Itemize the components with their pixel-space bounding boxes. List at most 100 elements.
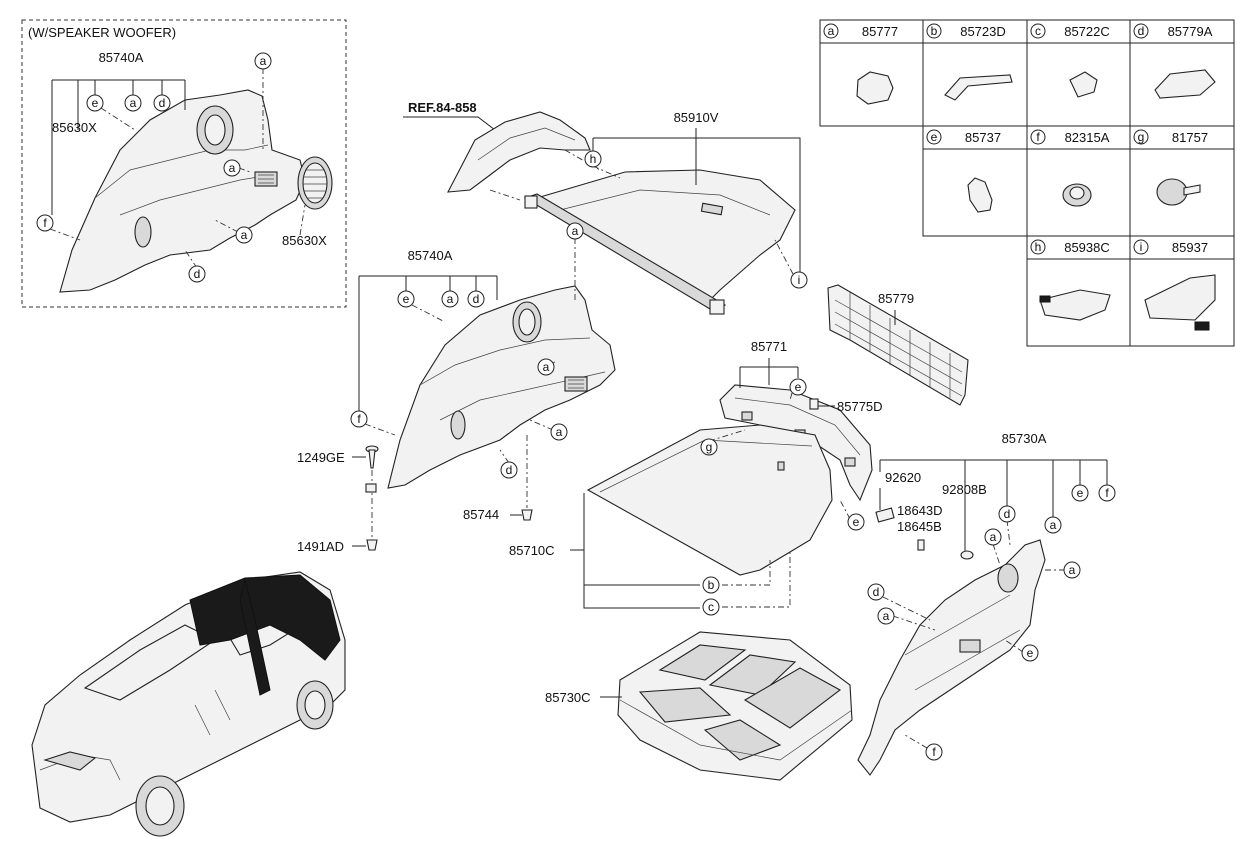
callout-letter: e	[1077, 486, 1084, 500]
legend-part-number: 85722C	[1064, 24, 1110, 39]
callout-f: f	[1098, 484, 1116, 502]
part-label-85630X: 85630X	[52, 120, 97, 135]
callout-letter: a	[447, 292, 454, 306]
legend-letter: c	[1035, 24, 1041, 38]
callout-letter: a	[260, 54, 267, 68]
callout-letter: d	[873, 585, 880, 599]
legend-cell-c: c 85722C	[1030, 23, 1110, 39]
legend-cell-e: e 85737	[926, 129, 1001, 145]
inset-quarter-trim-panel	[59, 89, 306, 293]
legend-letter: b	[931, 24, 938, 38]
dash-board-bc	[708, 392, 851, 608]
callout-d: d	[153, 94, 171, 112]
clip-1491AD	[365, 483, 378, 551]
callout-a: a	[235, 226, 253, 244]
legend-part-number: 85938C	[1064, 240, 1110, 255]
part-label-85630X: 85630X	[282, 233, 327, 248]
part-labels: 85740A85630X85630X85910V85740A8577985771…	[52, 50, 1047, 705]
legend-icon-85779A	[1154, 69, 1216, 99]
callout-d: d	[867, 583, 885, 601]
callout-letter: d	[473, 292, 480, 306]
legend-letter: h	[1035, 240, 1042, 254]
callout-letter: f	[1105, 486, 1109, 500]
inset-title: (W/SPEAKER WOOFER)	[28, 25, 176, 40]
callout-letter: e	[403, 292, 410, 306]
callout-e: e	[1021, 644, 1039, 662]
legend-icon-82315A	[1062, 183, 1092, 207]
part-label-85775D: 85775D	[837, 399, 883, 414]
luggage-board-85710C	[586, 424, 833, 576]
clip-92808B	[960, 550, 974, 560]
callout-f: f	[925, 743, 943, 761]
callout-a: a	[877, 607, 895, 625]
underfloor-tray-85730C	[617, 631, 853, 781]
callout-letter: d	[194, 267, 201, 281]
legend-part-number: 85937	[1172, 240, 1208, 255]
callout-e: e	[397, 290, 415, 308]
callout-e: e	[789, 378, 807, 396]
part-label-18645B: 18645B	[897, 519, 942, 534]
part-label-85730C: 85730C	[545, 690, 591, 705]
legend-letter: a	[828, 24, 835, 38]
callout-a: a	[1044, 516, 1062, 534]
clip-18645B	[917, 539, 925, 551]
quarter-trim-panel-85740A	[387, 285, 616, 489]
callout-h: h	[584, 150, 602, 168]
legend-cell-d: d 85779A	[1133, 23, 1213, 39]
callout-letter: c	[708, 600, 714, 614]
cargo-cover-dash	[592, 165, 794, 275]
vehicle-illustration	[31, 571, 346, 837]
inset-dash-leaders	[49, 68, 306, 269]
callout-d: d	[500, 461, 518, 479]
legend-icon-81757	[1156, 178, 1201, 206]
part-label-1491AD: 1491AD	[297, 539, 344, 554]
screw-1249GE	[365, 445, 379, 469]
callout-letter: e	[853, 515, 860, 529]
legend-letter: i	[1140, 240, 1143, 254]
leader-85710C	[570, 493, 700, 609]
legend-letter: d	[1138, 24, 1145, 38]
legend-letter: e	[931, 130, 938, 144]
callout-letter: e	[1027, 646, 1034, 660]
legend-part-number: 85723D	[960, 24, 1006, 39]
callout-i: i	[790, 271, 808, 289]
callout-letter: f	[932, 745, 936, 759]
legend-part-number: 81757	[1172, 130, 1208, 145]
callout-letter: a	[241, 228, 248, 242]
callout-a: a	[537, 358, 555, 376]
callout-b: b	[702, 576, 720, 594]
callout-letter: a	[1069, 563, 1076, 577]
callout-letter: d	[1004, 507, 1011, 521]
callout-letter: f	[43, 216, 47, 230]
callout-a: a	[254, 52, 272, 70]
callout-a: a	[441, 290, 459, 308]
quarter-trim-panel-85730A	[857, 539, 1046, 776]
callout-letter: a	[130, 96, 137, 110]
callout-letter: a	[229, 161, 236, 175]
callout-letter: d	[159, 96, 166, 110]
legend-icon-85737	[967, 177, 993, 213]
legend-part-number: 82315A	[1065, 130, 1110, 145]
legend-part-number: 85779A	[1168, 24, 1213, 39]
part-label-85779: 85779	[878, 291, 914, 306]
part-label-85740A: 85740A	[99, 50, 144, 65]
callout-letter: a	[1050, 518, 1057, 532]
part-label-85771: 85771	[751, 339, 787, 354]
legend-icon-85722C	[1069, 71, 1098, 98]
callout-letter: h	[590, 152, 597, 166]
callout-e: e	[847, 513, 865, 531]
reference-label: REF.84-858	[408, 100, 477, 115]
callout-e: e	[1071, 484, 1089, 502]
callout-d: d	[188, 265, 206, 283]
callout-e: e	[86, 94, 104, 112]
legend-part-number: 85737	[965, 130, 1001, 145]
leader-85730A	[879, 459, 1108, 552]
clip-85744	[521, 509, 533, 521]
leader-85771	[739, 358, 799, 388]
inset-woofer-speaker	[297, 156, 333, 210]
